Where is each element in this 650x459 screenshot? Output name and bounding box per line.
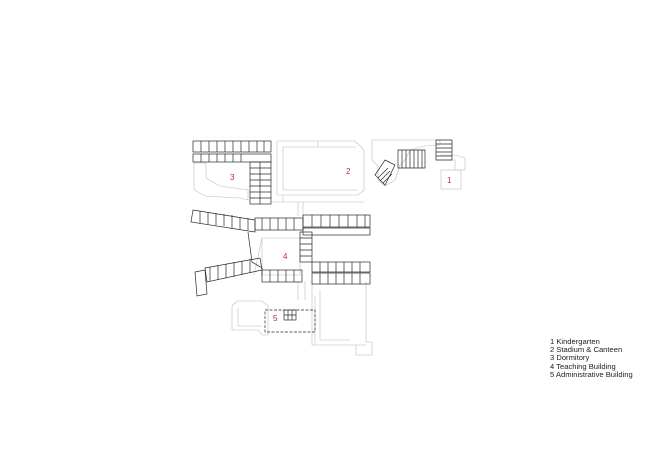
kindergarten-plan [374, 139, 453, 186]
building-label-administrative-building: 5 [273, 314, 278, 323]
building-label-dormitory: 3 [230, 173, 235, 182]
teaching-building-plan [190, 209, 371, 297]
legend-item-administrative-building: 5 Administrative Building [550, 369, 633, 379]
legend: 1 Kindergarten 2 Stadium & Canteen 3 Dor… [550, 337, 633, 379]
dormitory-plan [192, 140, 272, 205]
building-lines [190, 139, 453, 333]
building-label-stadium-canteen: 2 [346, 167, 351, 176]
legend-item-kindergarten: 1 Kindergarten [550, 337, 600, 346]
site-context-lines [193, 139, 466, 356]
legend-item-teaching-building: 4 Teaching Building [550, 361, 616, 371]
administrative-core [283, 309, 297, 321]
legend-item-dormitory: 3 Dormitory [550, 353, 590, 363]
building-label-teaching-building: 4 [283, 252, 288, 261]
building-label-kindergarten: 1 [447, 176, 452, 185]
legend-item-stadium-canteen: 2 Stadium & Canteen [550, 345, 623, 355]
